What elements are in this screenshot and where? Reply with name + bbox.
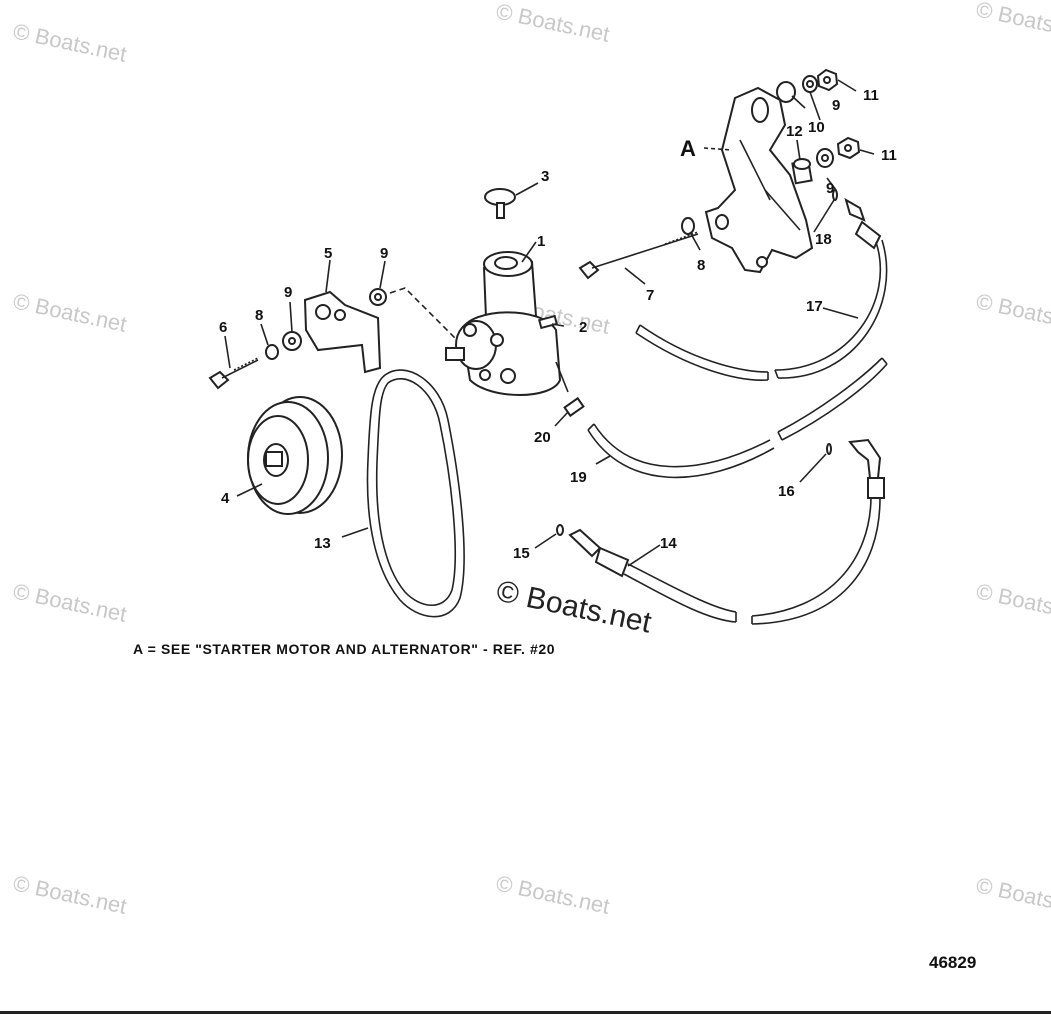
nut-11-top xyxy=(816,68,839,92)
pump-bracket xyxy=(303,290,382,374)
fitting-2 xyxy=(538,314,558,330)
bolt-7 xyxy=(578,231,699,280)
watermark: © Boats.net xyxy=(974,288,1051,336)
pulley xyxy=(247,396,343,515)
watermark: © Boats.net xyxy=(974,0,1051,45)
callout-8-right: 8 xyxy=(697,257,705,274)
washer-9-mid xyxy=(816,148,834,168)
bottom-rule xyxy=(0,1011,1051,1014)
callout-20: 20 xyxy=(534,429,551,446)
washer-10 xyxy=(776,81,796,103)
callout-9-center: 9 xyxy=(380,245,388,262)
watermark-center: © Boats.net xyxy=(494,575,655,640)
callout-5: 5 xyxy=(324,245,332,262)
callout-10: 10 xyxy=(808,119,825,136)
lock-washer-8-right xyxy=(681,217,695,235)
watermark: © Boats.net xyxy=(494,0,612,47)
watermark: © Boats.net xyxy=(974,872,1051,920)
watermark: © Boats.net xyxy=(11,18,129,66)
drive-belt xyxy=(366,369,465,618)
callout-6: 6 xyxy=(219,319,227,336)
callout-7: 7 xyxy=(646,287,654,304)
callout-12: 12 xyxy=(786,123,803,140)
mounting-bracket-a xyxy=(704,86,814,274)
callout-15: 15 xyxy=(513,545,530,562)
bolt-6 xyxy=(208,357,259,390)
washer-9-top xyxy=(802,75,818,93)
watermark: © Boats.net xyxy=(11,288,129,336)
nut-9 xyxy=(282,331,302,351)
hose-14 xyxy=(568,438,885,625)
callout-4: 4 xyxy=(221,490,230,507)
watermark: © Boats.net xyxy=(974,578,1051,626)
hose-19 xyxy=(587,357,888,479)
power-steering-pump xyxy=(445,251,569,396)
watermark: © Boats.net xyxy=(494,870,612,918)
callout-16: 16 xyxy=(778,483,795,500)
callout-13: 13 xyxy=(314,535,331,552)
assembly-line xyxy=(389,287,456,339)
watermark-group: © Boats.net © Boats.net © Boats.net © Bo… xyxy=(11,0,1051,921)
drawing-number: 46829 xyxy=(929,953,977,972)
watermark: © Boats.net xyxy=(11,578,129,626)
washer-9 xyxy=(369,288,387,306)
callout-11-mid: 11 xyxy=(881,147,897,164)
hose-17 xyxy=(635,197,888,381)
callout-3: 3 xyxy=(541,168,549,185)
callout-18: 18 xyxy=(815,231,832,248)
callout-14: 14 xyxy=(660,535,677,552)
lock-washer-8 xyxy=(265,344,279,360)
callout-a: A xyxy=(680,136,696,161)
callout-17: 17 xyxy=(806,298,823,315)
reservoir-cap xyxy=(484,188,516,219)
callout-11-top: 11 xyxy=(863,87,879,104)
callouts: 1 2 3 4 5 6 7 8 8 9 9 9 9 10 11 11 12 13… xyxy=(219,87,897,562)
callout-19: 19 xyxy=(570,469,587,486)
callout-2: 2 xyxy=(579,319,587,336)
callout-9-left: 9 xyxy=(284,284,292,301)
watermark: © Boats.net xyxy=(11,870,129,918)
leader-lines xyxy=(224,79,875,567)
callout-1: 1 xyxy=(537,233,545,250)
callout-9-mid: 9 xyxy=(826,180,834,197)
spacer-12 xyxy=(791,158,813,185)
callout-8-left: 8 xyxy=(255,307,263,324)
nut-11-mid xyxy=(836,136,861,160)
o-ring-16 xyxy=(826,443,832,455)
o-ring-15 xyxy=(556,524,564,536)
callout-9-top: 9 xyxy=(832,97,840,114)
reference-note: A = SEE "STARTER MOTOR AND ALTERNATOR" -… xyxy=(133,641,556,657)
